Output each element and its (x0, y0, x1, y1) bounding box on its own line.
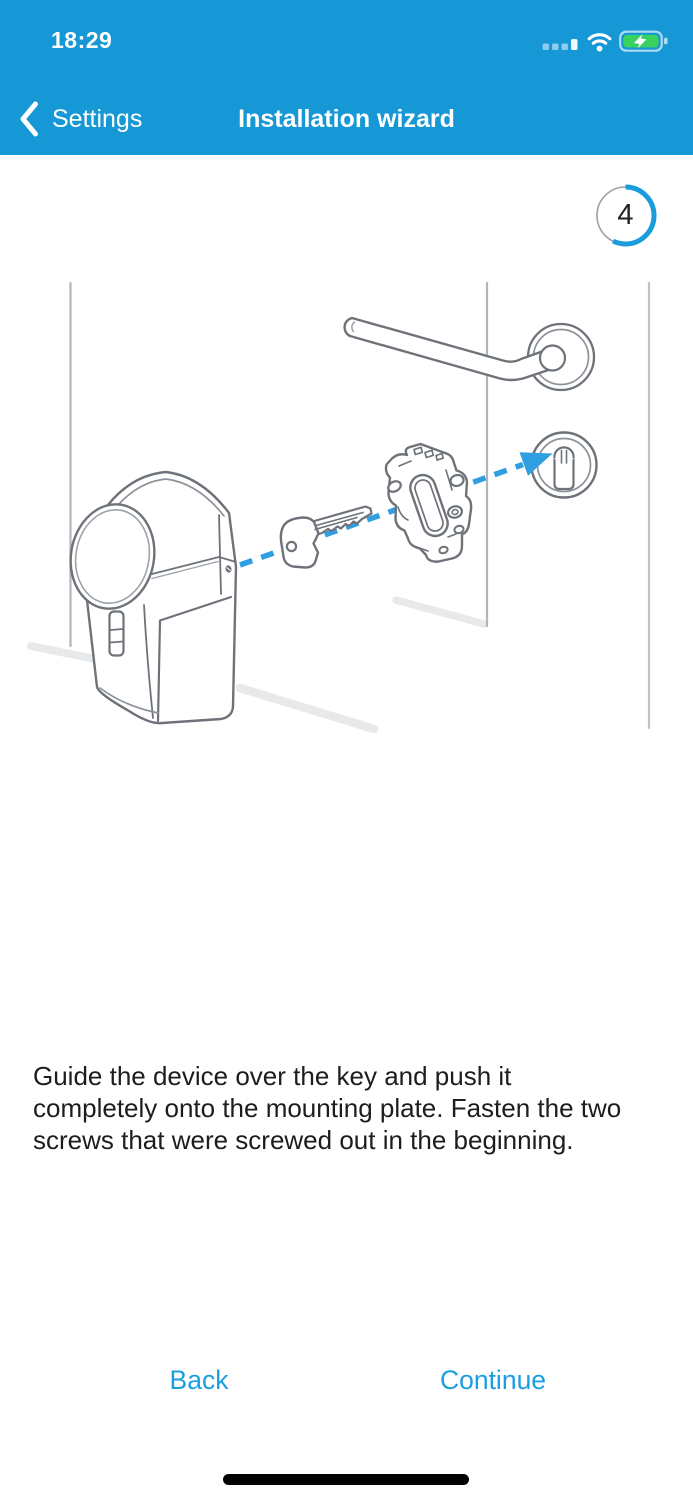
status-time: 18:29 (51, 27, 113, 53)
wifi-icon (587, 33, 612, 52)
insertion-arrow-head (519, 452, 553, 476)
door-handle (343, 316, 596, 392)
device-knob (69, 503, 156, 610)
step-progress-indicator: 4 (594, 184, 657, 247)
nav-bar: Settings Installation wizard (0, 96, 693, 142)
step-number-label: 4 (617, 199, 634, 231)
cellular-signal-icon (542, 39, 578, 50)
back-button[interactable]: Back (169, 1365, 229, 1395)
smart-lock-device (69, 470, 238, 725)
battery-charging-icon (619, 30, 668, 52)
euro-cylinder-keyhole (553, 446, 575, 491)
door (27, 281, 651, 734)
status-icons (542, 29, 669, 53)
nav-back-label: Settings (52, 104, 143, 133)
nav-back-button[interactable]: Settings (18, 96, 142, 142)
continue-button[interactable]: Continue (439, 1365, 547, 1395)
header: 18:29 (0, 0, 693, 155)
instruction-text: Guide the device over the key and push i… (33, 1061, 622, 1155)
chevron-left-icon (20, 101, 38, 137)
door-key (279, 505, 373, 569)
mounting-plate (384, 442, 473, 563)
step-progress-ring (594, 184, 657, 247)
status-bar: 18:29 (0, 0, 693, 62)
device-buttons (108, 610, 125, 657)
page-title: Installation wizard (238, 105, 455, 133)
home-indicator[interactable] (223, 1474, 469, 1485)
keyhole-escutcheon (530, 431, 598, 499)
installation-illustration (27, 281, 651, 734)
